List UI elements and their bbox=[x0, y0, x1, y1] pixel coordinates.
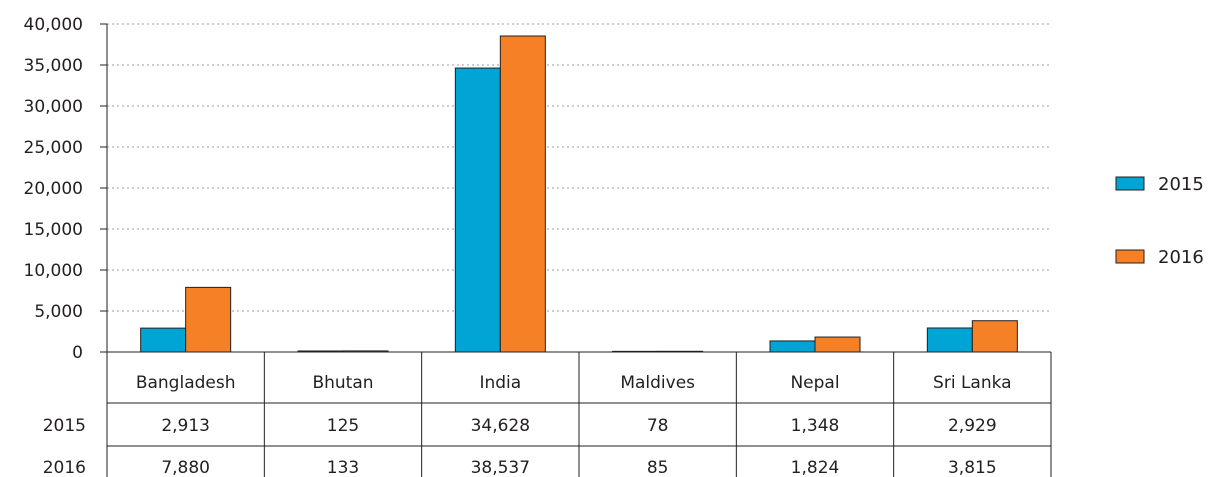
y-tick-label: 15,000 bbox=[24, 220, 83, 240]
table-cell: 7,880 bbox=[161, 458, 210, 477]
bar-2015-bangladesh bbox=[140, 327, 187, 353]
category-label: Bangladesh bbox=[136, 373, 236, 393]
bar-2016-bangladesh bbox=[185, 286, 232, 353]
table-cell: 38,537 bbox=[471, 458, 530, 477]
legend: 2015 2016 bbox=[1115, 174, 1204, 268]
bar-2015-nepal bbox=[769, 340, 816, 353]
y-tick-label: 0 bbox=[72, 343, 83, 363]
y-tick-label: 40,000 bbox=[24, 15, 83, 35]
y-tick-label: 20,000 bbox=[24, 179, 83, 199]
bar-2015-sri-lanka bbox=[926, 327, 973, 353]
y-tick-label: 10,000 bbox=[24, 261, 83, 281]
table-cell: 2,913 bbox=[161, 416, 210, 436]
y-tick-label: 30,000 bbox=[24, 97, 83, 117]
axes bbox=[100, 23, 1051, 477]
gridlines bbox=[107, 23, 1051, 312]
table-row-label-2016: 2016 bbox=[43, 458, 86, 477]
category-label: Sri Lanka bbox=[933, 373, 1012, 393]
y-axis-tick-labels: 0 5,000 10,000 15,000 20,000 25,000 30,000 35,0… bbox=[24, 15, 83, 363]
bar-2015-india bbox=[454, 67, 501, 353]
category-label: India bbox=[479, 373, 521, 393]
bar-2016-sri-lanka bbox=[971, 320, 1018, 353]
y-tick-label: 25,000 bbox=[24, 138, 83, 158]
bars bbox=[140, 35, 1018, 353]
legend-swatch-2015 bbox=[1115, 176, 1145, 191]
legend-label-2015: 2015 bbox=[1158, 174, 1204, 195]
bar-2016-nepal bbox=[814, 336, 861, 353]
legend-swatch-2016 bbox=[1115, 249, 1145, 264]
table-cell: 2,929 bbox=[948, 416, 997, 436]
y-tick-label: 5,000 bbox=[34, 302, 83, 322]
table-cell: 78 bbox=[647, 416, 669, 436]
table-cell: 1,824 bbox=[791, 458, 840, 477]
data-table: Bangladesh Bhutan India Maldives Nepal Sri La… bbox=[43, 352, 1052, 477]
bar-2016-india bbox=[499, 35, 546, 353]
category-label: Maldives bbox=[620, 373, 695, 393]
table-cell: 85 bbox=[647, 458, 669, 477]
table-cell: 133 bbox=[327, 458, 359, 477]
legend-label-2016: 2016 bbox=[1158, 247, 1204, 268]
table-cell: 1,348 bbox=[791, 416, 840, 436]
table-cell: 125 bbox=[327, 416, 359, 436]
category-label: Bhutan bbox=[312, 373, 373, 393]
category-label: Nepal bbox=[790, 373, 839, 393]
table-cell: 3,815 bbox=[948, 458, 997, 477]
y-tick-label: 35,000 bbox=[24, 56, 83, 76]
table-row-label-2015: 2015 bbox=[43, 416, 86, 436]
table-cell: 34,628 bbox=[471, 416, 530, 436]
